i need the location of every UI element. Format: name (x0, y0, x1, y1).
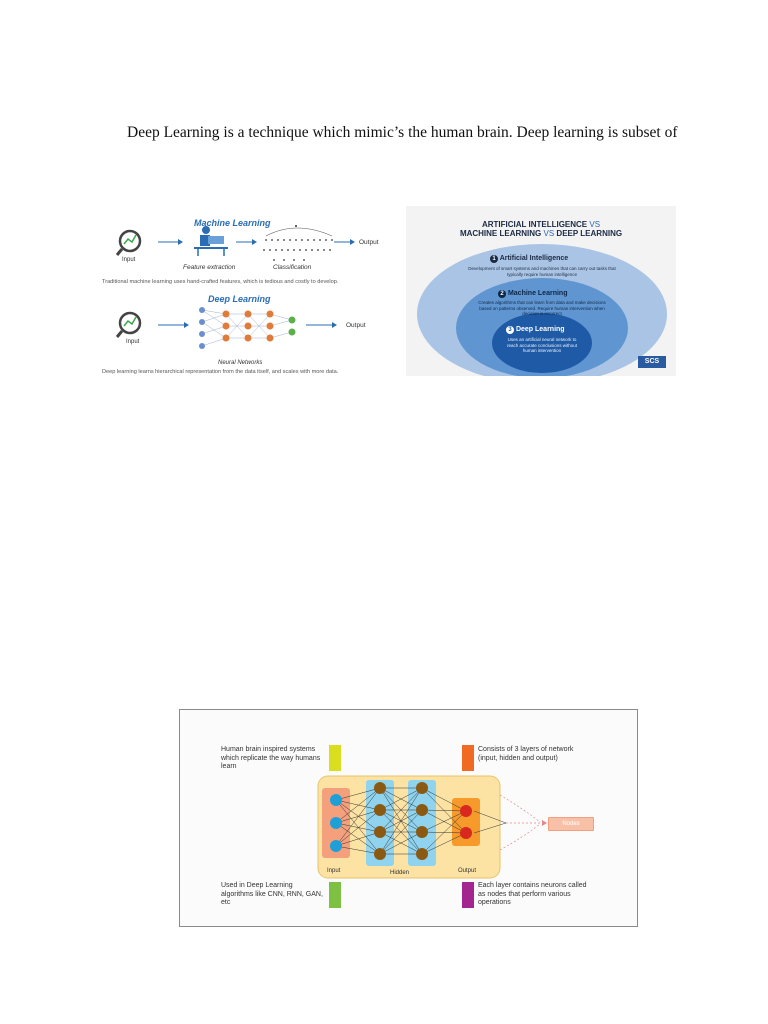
ai-number-badge: 1 (490, 255, 498, 263)
dl-label: Deep Learning (516, 326, 565, 333)
person-desk-icon (194, 226, 228, 256)
color-bar-green (329, 882, 341, 908)
classification-label: Classification (273, 264, 311, 271)
color-bar-purple (462, 882, 474, 908)
note-bottom-right: Each layer contains neurons called as no… (478, 882, 588, 908)
ml-number-badge: 2 (498, 290, 506, 298)
feature-extraction-label: Feature extraction (183, 264, 235, 271)
ai-vs-title-vs1: VS (589, 220, 600, 229)
note-top-left: Human brain inspired systems which repli… (221, 746, 325, 772)
nodes-pointer-lines (500, 795, 542, 850)
ml-caption: Traditional machine learning uses hand-c… (102, 279, 338, 285)
ai-description: Development of smart systems and machine… (468, 266, 616, 277)
ml-title-bold: MACHINE LEARNING (460, 229, 541, 238)
nodes-label: Nodes (548, 817, 594, 831)
ml-label: Machine Learning (508, 290, 568, 297)
dl-title: Deep Learning (208, 294, 271, 304)
layer-label-output: Output (458, 867, 476, 876)
layer-label-hidden: Hidden (390, 869, 409, 878)
dl-title-bold: DEEP LEARNING (556, 229, 622, 238)
ai-vs-title-vs2: VS (544, 229, 555, 238)
input-nodes (330, 794, 342, 852)
layer-label-input: Input (327, 867, 340, 876)
neural-network-figure: Human brain inspired systems which repli… (179, 709, 638, 927)
ml-description: Creates algorithms that can learn from d… (478, 300, 606, 317)
classification-tree (263, 225, 333, 261)
color-bar-yellow (329, 745, 341, 771)
scs-logo: SCS (638, 356, 666, 368)
dl-number-badge: 3 (506, 326, 514, 334)
dl-caption: Deep learning learns hierarchical repres… (102, 369, 338, 375)
dl-description: Uses an artificial neural network to rea… (504, 337, 580, 354)
color-bar-orange (462, 745, 474, 771)
ml-dl-diagram (96, 206, 402, 378)
ml-output-label: Output (359, 239, 379, 246)
magnifier-icon (117, 231, 140, 255)
lead-paragraph: Deep Learning is a technique which mimic… (127, 124, 687, 142)
ai-label: Artificial Intelligence (500, 255, 568, 262)
ai-vs-title-bold: ARTIFICIAL INTELLIGENCE (482, 220, 587, 229)
note-top-right: Consists of 3 layers of network (input, … (478, 746, 588, 763)
note-bottom-left: Used in Deep Learning algorithms like CN… (221, 882, 325, 908)
ai-ml-dl-figure: ARTIFICIAL INTELLIGENCE VS MACHINE LEARN… (406, 206, 676, 376)
ml-title: Machine Learning (194, 218, 271, 228)
dl-input-label: Input (126, 339, 139, 345)
neural-network-nodes (199, 307, 296, 349)
ml-input-label: Input (122, 257, 135, 263)
ml-vs-dl-figure: Machine Learning Input Feature extractio… (96, 206, 402, 378)
dl-output-label: Output (346, 322, 366, 329)
neural-networks-label: Neural Networks (218, 360, 262, 366)
magnifier-icon (117, 313, 140, 337)
